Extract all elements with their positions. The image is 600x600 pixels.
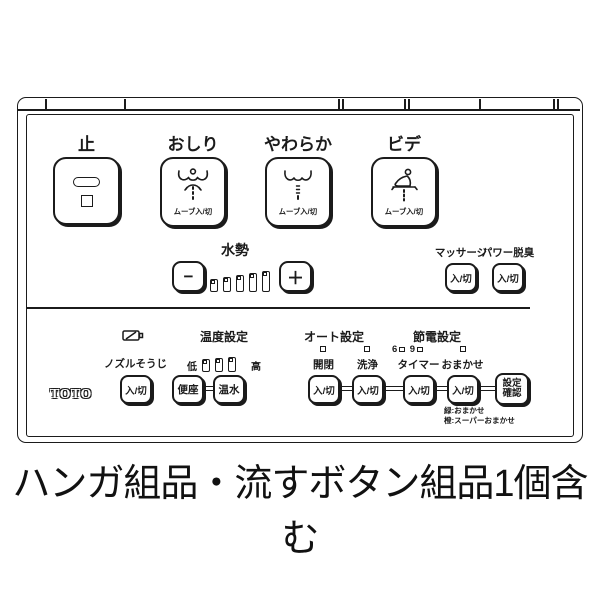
yawaraka-move-label: ムーブ入/切 bbox=[278, 207, 318, 216]
water-level-bar-4 bbox=[249, 273, 257, 292]
section-divider bbox=[27, 307, 530, 309]
auto-wash-onoff-button[interactable]: 入/切 bbox=[352, 375, 384, 404]
water-pressure-plus-button[interactable]: ＋ bbox=[279, 261, 312, 292]
minus-icon: − bbox=[183, 266, 194, 286]
stop-pill-indicator bbox=[73, 177, 100, 187]
hanger-tick bbox=[408, 99, 410, 109]
timer-9h-led bbox=[417, 346, 423, 353]
stop-button[interactable] bbox=[53, 157, 120, 225]
confirm-line2: 確認 bbox=[502, 388, 522, 399]
oshiri-button[interactable]: ムーブ入/切 bbox=[160, 157, 226, 227]
timer-led-row: 6 9 bbox=[392, 344, 423, 355]
temp-level-bar-1 bbox=[202, 359, 210, 372]
hanger-tick bbox=[342, 99, 344, 109]
onoff-label: 入/切 bbox=[357, 385, 379, 397]
note-green: 緑:おまかせ bbox=[444, 406, 485, 415]
massage-label: マッサージ bbox=[434, 247, 488, 259]
auto-open-close-onoff-button[interactable]: 入/切 bbox=[308, 375, 340, 404]
hanger-tick bbox=[45, 99, 47, 109]
onoff-label: 入/切 bbox=[497, 273, 519, 285]
timer-label: タイマー bbox=[397, 359, 440, 371]
open-close-label: 開閉 bbox=[313, 359, 334, 371]
onoff-label: 入/切 bbox=[313, 385, 335, 397]
water-level-bar-1 bbox=[210, 279, 218, 292]
hanger-tick bbox=[479, 99, 481, 109]
water-level-bar-2 bbox=[223, 277, 231, 292]
onoff-label: 入/切 bbox=[125, 385, 147, 397]
seat-label: 便座 bbox=[177, 384, 199, 396]
oshiri-spray-icon bbox=[173, 167, 213, 205]
oshiri-label: おしり bbox=[167, 135, 219, 154]
nozzle-clean-onoff-button[interactable]: 入/切 bbox=[120, 375, 152, 404]
note-orange: 橙:スーパーおまかせ bbox=[444, 415, 515, 425]
auto-setting-title: オート設定 bbox=[304, 330, 365, 344]
connector-line bbox=[337, 386, 354, 391]
water-label: 温水 bbox=[218, 384, 240, 396]
connector-line bbox=[200, 386, 217, 391]
temp-high-label: 高 bbox=[251, 362, 261, 373]
temperature-title: 温度設定 bbox=[199, 330, 248, 344]
massage-onoff-button[interactable]: 入/切 bbox=[445, 263, 477, 292]
battery-icon bbox=[122, 329, 144, 342]
plus-icon: ＋ bbox=[287, 269, 304, 288]
seat-temp-button[interactable]: 便座 bbox=[172, 375, 204, 404]
caption-text: ハンガ組品・流すボタン組品1個含む bbox=[12, 463, 588, 560]
hanger-tick bbox=[338, 99, 340, 109]
water-level-bar-3 bbox=[236, 275, 244, 292]
yawaraka-button[interactable]: ムーブ入/切 bbox=[265, 157, 331, 227]
omakase-label: おまかせ bbox=[441, 359, 484, 371]
wash-label: 洗浄 bbox=[357, 359, 378, 371]
connector-line bbox=[476, 386, 497, 391]
timer-6h-led bbox=[399, 346, 405, 353]
bidet-button[interactable]: ムーブ入/切 bbox=[371, 157, 437, 227]
connector-line bbox=[432, 386, 449, 391]
temp-level-bar-2 bbox=[215, 358, 223, 372]
stop-square-indicator bbox=[80, 195, 93, 207]
omakase-led bbox=[460, 346, 466, 352]
oshiri-move-label: ムーブ入/切 bbox=[173, 207, 213, 216]
hanger-tick bbox=[553, 99, 555, 109]
water-level-bar-5 bbox=[262, 271, 270, 292]
stop-label: 止 bbox=[78, 135, 95, 154]
eco-timer-onoff-button[interactable]: 入/切 bbox=[403, 375, 435, 404]
bidet-icon bbox=[384, 167, 424, 205]
hanger-tick bbox=[557, 99, 559, 109]
eco-setting-title: 節電設定 bbox=[412, 330, 461, 344]
yawaraka-label: やわらか bbox=[264, 135, 332, 154]
timer-9h-label: 9 bbox=[409, 344, 416, 355]
eco-omakase-onoff-button[interactable]: 入/切 bbox=[447, 375, 479, 404]
deodorizer-label: パワー脱臭 bbox=[481, 247, 535, 259]
onoff-label: 入/切 bbox=[450, 273, 472, 285]
soft-spray-icon bbox=[278, 167, 318, 205]
setting-confirm-button[interactable]: 設定 確認 bbox=[495, 373, 529, 405]
wash-led bbox=[364, 346, 370, 352]
connector-line bbox=[381, 386, 405, 391]
toto-logo: TOTO bbox=[50, 387, 92, 402]
temp-level-bar-3 bbox=[228, 357, 236, 372]
timer-6h-label: 6 bbox=[392, 344, 398, 355]
bidet-move-label: ムーブ入/切 bbox=[384, 207, 424, 216]
onoff-label: 入/切 bbox=[452, 385, 474, 397]
water-temp-button[interactable]: 温水 bbox=[213, 375, 245, 404]
deodorizer-onoff-button[interactable]: 入/切 bbox=[492, 263, 524, 292]
hanger-tick bbox=[124, 99, 126, 109]
hanger-bar-line bbox=[18, 109, 580, 111]
bidet-label: ビデ bbox=[387, 135, 421, 154]
temp-low-label: 低 bbox=[187, 362, 197, 373]
water-pressure-label: 水勢 bbox=[221, 242, 249, 258]
confirm-line1: 設定 bbox=[502, 377, 522, 389]
omakase-color-notes: 緑:おまかせ 橙:スーパーおまかせ bbox=[444, 406, 515, 425]
open-close-led bbox=[320, 346, 326, 352]
hanger-tick bbox=[404, 99, 406, 109]
nozzle-clean-label: ノズルそうじ bbox=[104, 358, 167, 370]
onoff-label: 入/切 bbox=[408, 385, 430, 397]
water-pressure-minus-button[interactable]: − bbox=[172, 261, 205, 292]
